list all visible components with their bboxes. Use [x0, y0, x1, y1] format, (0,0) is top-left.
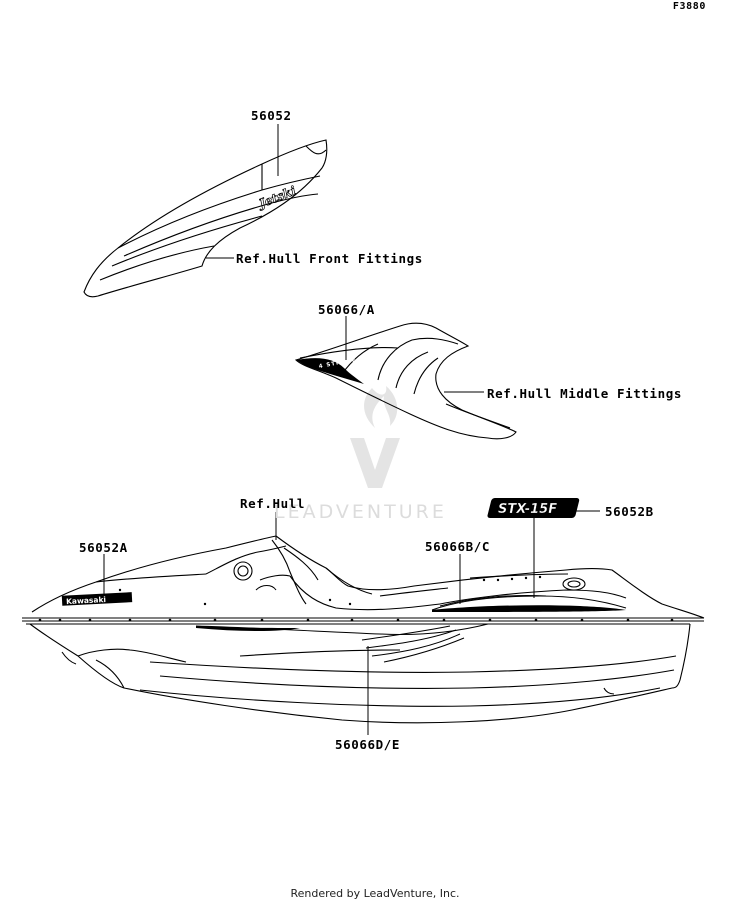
label-56066a[interactable]: 56066/A	[318, 302, 375, 317]
hull-leaders	[103, 510, 600, 735]
hull-fastener-dots	[38, 575, 674, 622]
label-ref-hull[interactable]: Ref.Hull	[240, 496, 306, 511]
kawasaki-sticker-text: Kawasaki	[66, 595, 106, 606]
label-56066bc[interactable]: 56066B/C	[425, 539, 491, 554]
label-56066de[interactable]: 56066D/E	[335, 737, 401, 752]
label-ref-hull-front-fittings[interactable]: Ref.Hull Front Fittings	[236, 251, 423, 266]
footer-credit: Rendered by LeadVenture, Inc.	[290, 887, 460, 900]
main-hull-outline	[22, 535, 705, 724]
side-stripe-dark	[196, 626, 300, 631]
middle-hull-decal	[294, 322, 517, 440]
middle-decal-dark-band	[296, 358, 364, 384]
kawasaki-sticker	[61, 592, 133, 606]
leadventure-watermark: LEADVENTURE	[274, 501, 447, 523]
label-56052a[interactable]: 56052A	[79, 540, 128, 555]
leadventure-flame-logo	[350, 386, 400, 488]
label-56052[interactable]: 56052	[251, 108, 292, 123]
front-hull-decal	[83, 139, 328, 298]
rear-deck-decal-dark	[432, 605, 626, 612]
model-badge: STX-15F	[487, 498, 580, 518]
model-badge-text: STX-15F	[498, 502, 557, 517]
label-56052b[interactable]: 56052B	[605, 504, 654, 519]
figure-code: F3880	[672, 1, 706, 12]
label-ref-hull-middle-fittings[interactable]: Ref.Hull Middle Fittings	[487, 386, 683, 401]
